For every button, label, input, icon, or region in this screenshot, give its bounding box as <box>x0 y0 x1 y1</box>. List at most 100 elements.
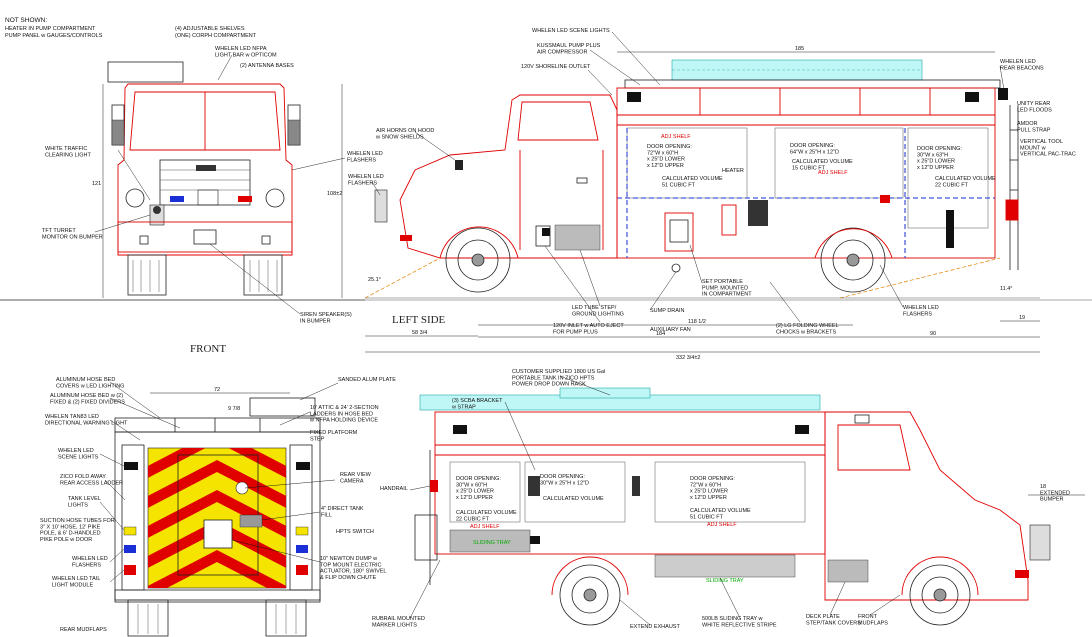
right-handrail-marker <box>430 480 438 492</box>
dim-front-height-right-label: 108±2 <box>327 191 342 197</box>
callout-alum-plate: SANDED ALUM PLATE <box>338 377 396 383</box>
right-cab-window <box>837 424 911 471</box>
left-front-wheel <box>445 227 511 293</box>
callout-siren: SIREN SPEAKER(S)IN BUMPER <box>300 312 352 324</box>
callout-handrail: HANDRAIL <box>380 486 408 492</box>
dim-wheelbase: 184 <box>656 331 665 337</box>
callout-antenna-bases: (2) ANTENNA BASES <box>240 63 294 69</box>
rear-chevron-panel <box>147 447 287 589</box>
left-step-plate <box>554 224 601 251</box>
right-500lb-tray <box>654 554 796 578</box>
left-scene-light-2 <box>965 92 979 102</box>
dim-approach-angle: 25.1° <box>368 277 381 283</box>
dim-half-wheelbase: 118 1/2 <box>688 319 706 325</box>
flasher-blue <box>170 196 184 202</box>
left-door-opening-a: DOOR OPENING:64"W x 25"H x 12"D <box>790 143 839 155</box>
right-rear-wheel <box>559 564 621 626</box>
front-tire-right <box>243 254 283 296</box>
not-shown-title: NOT SHOWN: <box>5 17 47 24</box>
dim-overall-length: 332 3/4±2 <box>676 355 700 361</box>
callout-hpts: HPTS SWITCH <box>336 529 374 535</box>
dim-departure-angle: 11.4° <box>1000 286 1013 292</box>
grille-emblem <box>196 165 216 171</box>
left-scene-light-1 <box>627 92 641 102</box>
headlight-right <box>265 188 285 208</box>
right-turret <box>1029 524 1051 561</box>
dim-rear-overhang: 90 <box>930 331 936 337</box>
view-title-front: FRONT <box>190 343 226 355</box>
siren-speaker <box>193 229 217 245</box>
right-sliding-tray-label-2: SLIDING TRAY <box>706 578 744 584</box>
front-lightbar <box>107 61 184 83</box>
dim-rear-small: 19 <box>1019 315 1025 321</box>
flasher-red <box>238 196 252 202</box>
right-adj-shelf-2: ADJ SHELF <box>707 522 737 528</box>
rear-tire-right <box>265 599 307 637</box>
left-body-box <box>616 87 996 259</box>
left-heater-label: HEATER <box>722 168 744 174</box>
callout-aux-fan: AUXILIARY FAN <box>650 327 691 333</box>
left-rear-flasher <box>880 195 890 203</box>
rear-hose-bed-covers <box>114 417 321 433</box>
view-title-left-side: LEFT SIDE <box>392 314 446 326</box>
front-cab-outline <box>117 83 293 256</box>
dim-front-height-label: 121 <box>92 181 101 187</box>
callout-led-tube-step: LED TUBE STEP/GROUND LIGHTING <box>572 305 624 317</box>
left-cab-window <box>517 101 599 141</box>
left-rear-wheel <box>820 227 886 293</box>
rear-beacon <box>998 88 1008 100</box>
callout-left-scene-lights: WHELEN LED SCENE LIGHTS <box>532 28 610 34</box>
sump-drain <box>671 263 681 273</box>
heater-unit <box>748 200 768 226</box>
right-door-opening-b: DOOR OPENING:30"W x 25"H x 12"D <box>540 474 589 486</box>
left-side-view: 185 25.1° 11.4° 58 3/4 118 1/2 184 90 19… <box>348 28 1076 361</box>
headlight-left <box>125 188 145 208</box>
callout-rear-mudflaps: REAR MUDFLAPS <box>60 627 107 633</box>
rear-alum-plate <box>249 397 316 417</box>
right-cab-outline <box>824 411 1029 601</box>
front-tire-left <box>127 254 167 296</box>
rear-tire-left <box>127 599 169 637</box>
left-turret <box>374 189 388 223</box>
vertical-tool <box>946 210 954 248</box>
callout-hose-bed-dividers: ALUMINUM HOSE BED w (2)FIXED & (2) FIXED… <box>50 393 125 405</box>
front-windshield <box>129 91 281 151</box>
portable-pump <box>664 212 694 252</box>
